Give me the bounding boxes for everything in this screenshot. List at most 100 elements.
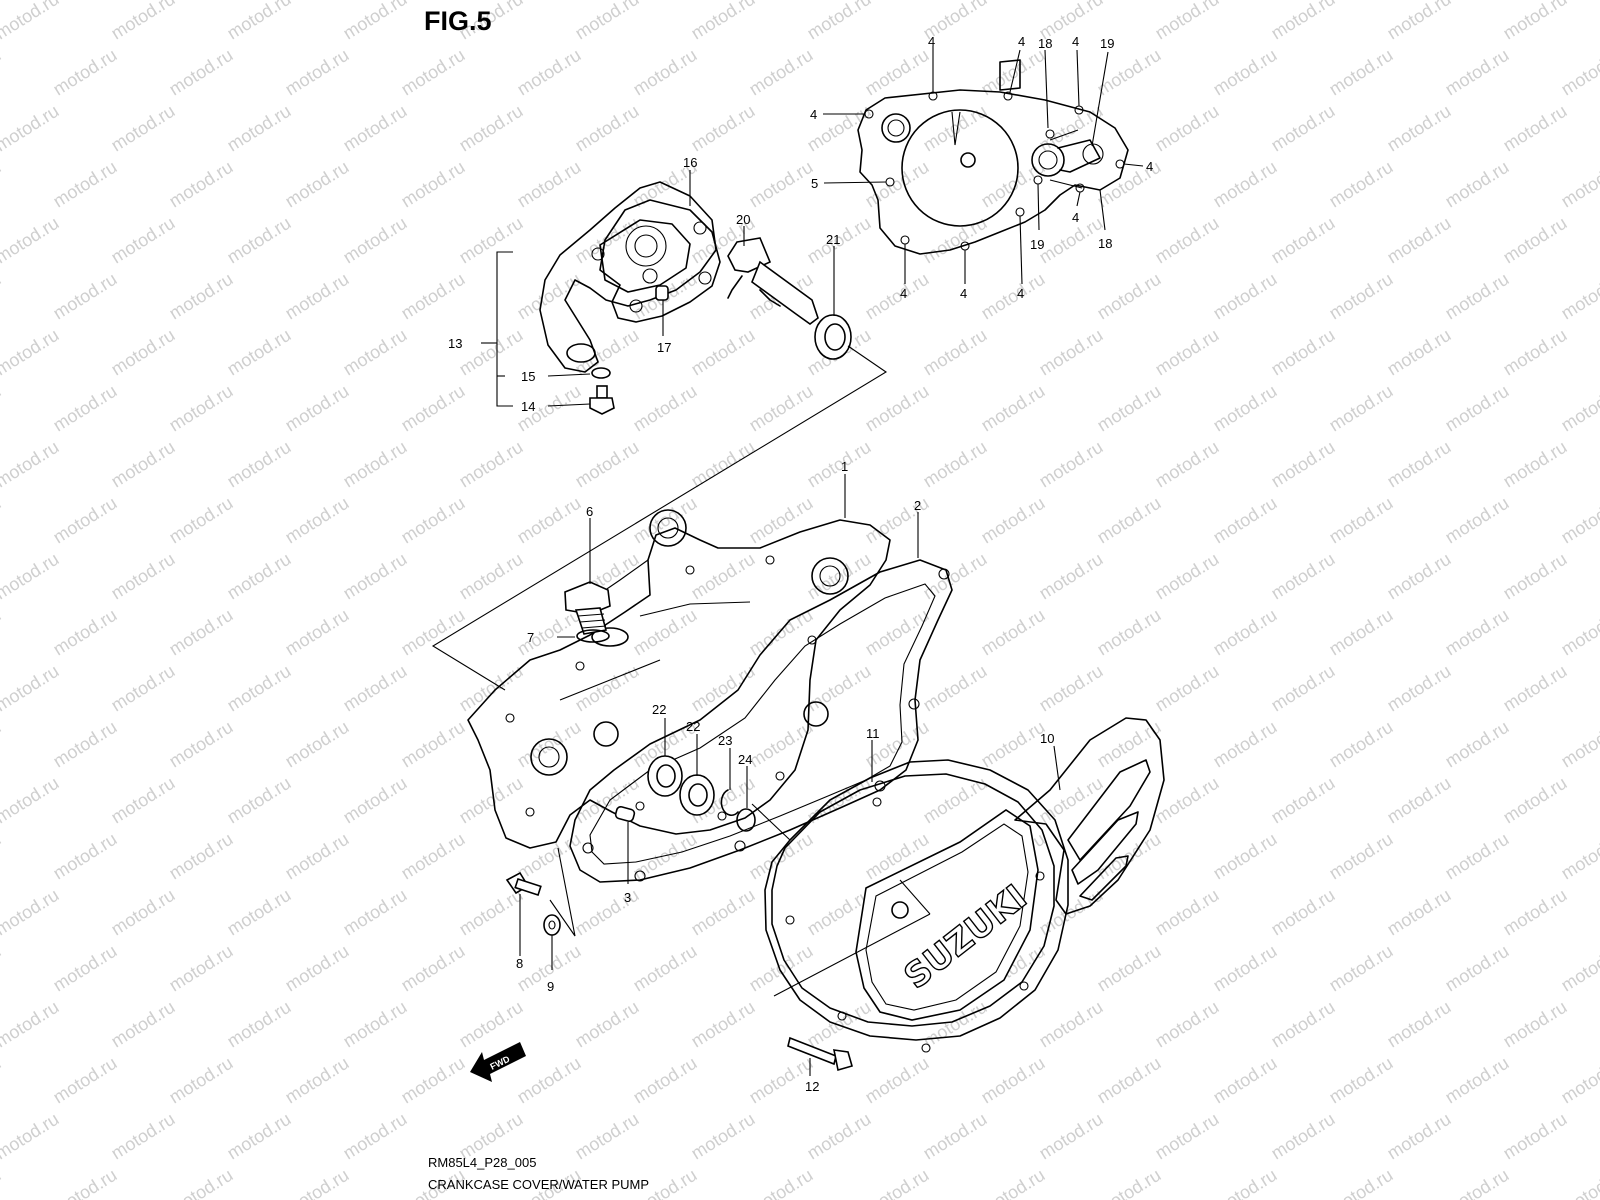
watermark-text: motod.ru — [978, 493, 1049, 548]
watermark-text: motod.ru — [688, 325, 759, 380]
impeller-shaft-part — [727, 237, 819, 325]
watermark-text: motod.ru — [166, 829, 237, 884]
bolt-holes — [505, 555, 817, 821]
watermark-text: motod.ru — [1094, 381, 1165, 436]
washer-part — [543, 914, 561, 936]
callout-5: 5 — [811, 176, 818, 191]
watermark-text: motod.ru — [398, 269, 469, 324]
callout-11: 11 — [866, 726, 880, 741]
watermark-text: motod.ru — [166, 269, 237, 324]
callout-13: 13 — [448, 336, 462, 351]
watermark-text: motod.ru — [1152, 437, 1223, 492]
watermark-text: motod.ru — [1152, 0, 1223, 43]
watermark-text: motod.ru — [282, 829, 353, 884]
watermark-text: motod.ru — [920, 437, 991, 492]
watermark-text: motod.ru — [340, 661, 411, 716]
callout-20: 20 — [736, 212, 750, 227]
callout-12: 12 — [805, 1079, 819, 1094]
watermark-text: motod.ru — [108, 325, 179, 380]
watermark-text: motod.ru — [1326, 493, 1397, 548]
watermark-text: motod.ru — [746, 157, 817, 212]
watermark-text: motod.ru — [1500, 213, 1571, 268]
watermark-text: motod.ru — [1036, 101, 1107, 156]
watermark-text: motod.ru — [224, 885, 295, 940]
watermark-text: motod.ru — [0, 213, 62, 268]
watermark-text: motod.ru — [1558, 1165, 1600, 1200]
watermark-text: motod.ru — [920, 549, 991, 604]
dowel-pin-part — [614, 805, 636, 823]
drawing-code: RM85L4_P28_005 — [428, 1155, 537, 1170]
watermark-text: motod.ru — [1326, 45, 1397, 100]
watermark-text: motod.ru — [0, 997, 62, 1052]
watermark-text: motod.ru — [804, 437, 875, 492]
watermark-text: motod.ru — [920, 1109, 991, 1164]
watermark-text: motod.ru — [1558, 941, 1600, 996]
watermark-text: motod.ru — [746, 381, 817, 436]
watermark-text: motod.ru — [50, 1165, 121, 1200]
watermark-text: motod.ru — [1094, 829, 1165, 884]
watermark-text: motod.ru — [1094, 605, 1165, 660]
watermark-text: motod.ru — [1384, 1109, 1455, 1164]
watermark-text: motod.ru — [224, 549, 295, 604]
callout-23: 23 — [718, 733, 732, 748]
watermark-text: motod.ru — [340, 773, 411, 828]
watermark-text: motod.ru — [1152, 661, 1223, 716]
watermark-text: motod.ru — [0, 381, 4, 436]
watermark-text: motod.ru — [398, 1053, 469, 1108]
watermark-text: motod.ru — [1500, 0, 1571, 43]
watermark-text: motod.ru — [1210, 157, 1281, 212]
watermark-text: motod.ru — [1094, 941, 1165, 996]
watermark-text: motod.ru — [1036, 549, 1107, 604]
bearing-part — [647, 755, 683, 797]
watermark-text: motod.ru — [572, 101, 643, 156]
watermark-text: motod.ru — [1558, 1053, 1600, 1108]
callout-numbers: 4 4 18 4 19 4 4 5 19 4 18 4 4 4 16 20 21… — [448, 34, 1153, 1094]
watermark-text: motod.ru — [166, 1053, 237, 1108]
watermark-text: motod.ru — [1442, 1165, 1513, 1200]
watermark-text: motod.ru — [50, 829, 121, 884]
watermark-text: motod.ru — [1210, 605, 1281, 660]
watermark-text: motod.ru — [340, 101, 411, 156]
watermark-text: motod.ru — [1326, 157, 1397, 212]
watermark-text: motod.ru — [0, 941, 4, 996]
watermark-text: motod.ru — [50, 493, 121, 548]
watermark-text: motod.ru — [1094, 717, 1165, 772]
watermark-text: motod.ru — [166, 45, 237, 100]
watermark-text: motod.ru — [1268, 773, 1339, 828]
watermark-text: motod.ru — [50, 941, 121, 996]
watermark-text: motod.ru — [1268, 101, 1339, 156]
watermark-text: motod.ru — [1152, 213, 1223, 268]
watermark-text: motod.ru — [1268, 0, 1339, 43]
callout-4: 4 — [960, 286, 967, 301]
watermark-text: motod.ru — [688, 661, 759, 716]
watermark-text: motod.ru — [1152, 773, 1223, 828]
watermark-text: motod.ru — [340, 1109, 411, 1164]
watermark-text: motod.ru — [804, 1109, 875, 1164]
callout-4: 4 — [928, 34, 935, 49]
watermark-text: motod.ru — [978, 269, 1049, 324]
clutch-cover-part: SUZUKI — [764, 759, 1069, 1053]
oil-filler-cap-part — [564, 581, 611, 643]
watermark-text: motod.ru — [1384, 437, 1455, 492]
water-pump-housing-part — [539, 181, 721, 415]
callout-9: 9 — [547, 979, 554, 994]
watermark-text: motod.ru — [1210, 493, 1281, 548]
watermark-text: motod.ru — [166, 381, 237, 436]
watermark-text: motod.ru — [1036, 997, 1107, 1052]
watermark-text: motod.ru — [398, 941, 469, 996]
assembly-leader — [431, 345, 888, 691]
callout-10: 10 — [1040, 731, 1054, 746]
watermark-text: motod.ru — [108, 1109, 179, 1164]
watermark-text: motod.ru — [108, 213, 179, 268]
watermark-text: motod.ru — [224, 661, 295, 716]
watermark-text: motod.ru — [166, 605, 237, 660]
callout-2: 2 — [914, 498, 921, 513]
callout-4: 4 — [1072, 34, 1079, 49]
watermark-text: motod.ru — [282, 157, 353, 212]
watermark-text: motod.ru — [456, 101, 527, 156]
watermark-text: motod.ru — [1442, 829, 1513, 884]
watermark-text: motod.ru — [0, 829, 4, 884]
watermark-text: motod.ru — [978, 717, 1049, 772]
cover-gasket-part — [569, 559, 953, 883]
watermark-text: motod.ru — [1500, 437, 1571, 492]
